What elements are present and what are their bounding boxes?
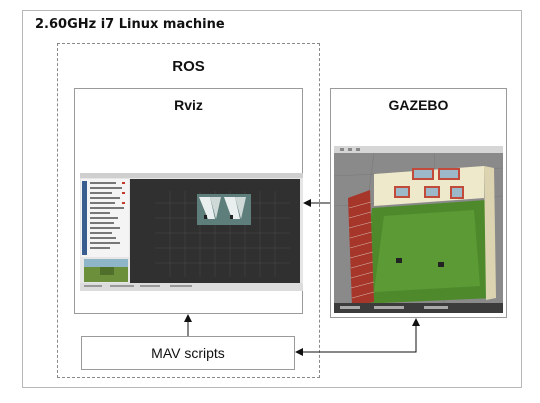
rviz-label: Rviz [174, 97, 203, 113]
ros-label: ROS [172, 58, 205, 75]
rviz-screenshot [80, 173, 303, 291]
mav-scripts-box [81, 336, 295, 370]
machine-container [22, 10, 522, 388]
gazebo-screenshot [334, 146, 503, 313]
gazebo-label: GAZEBO [388, 97, 449, 113]
ros-container [57, 43, 320, 378]
mav-scripts-label: MAV scripts [151, 345, 225, 361]
mav-gazebo-arrow [295, 318, 420, 356]
machine-title: 2.60GHz i7 Linux machine [35, 17, 225, 32]
